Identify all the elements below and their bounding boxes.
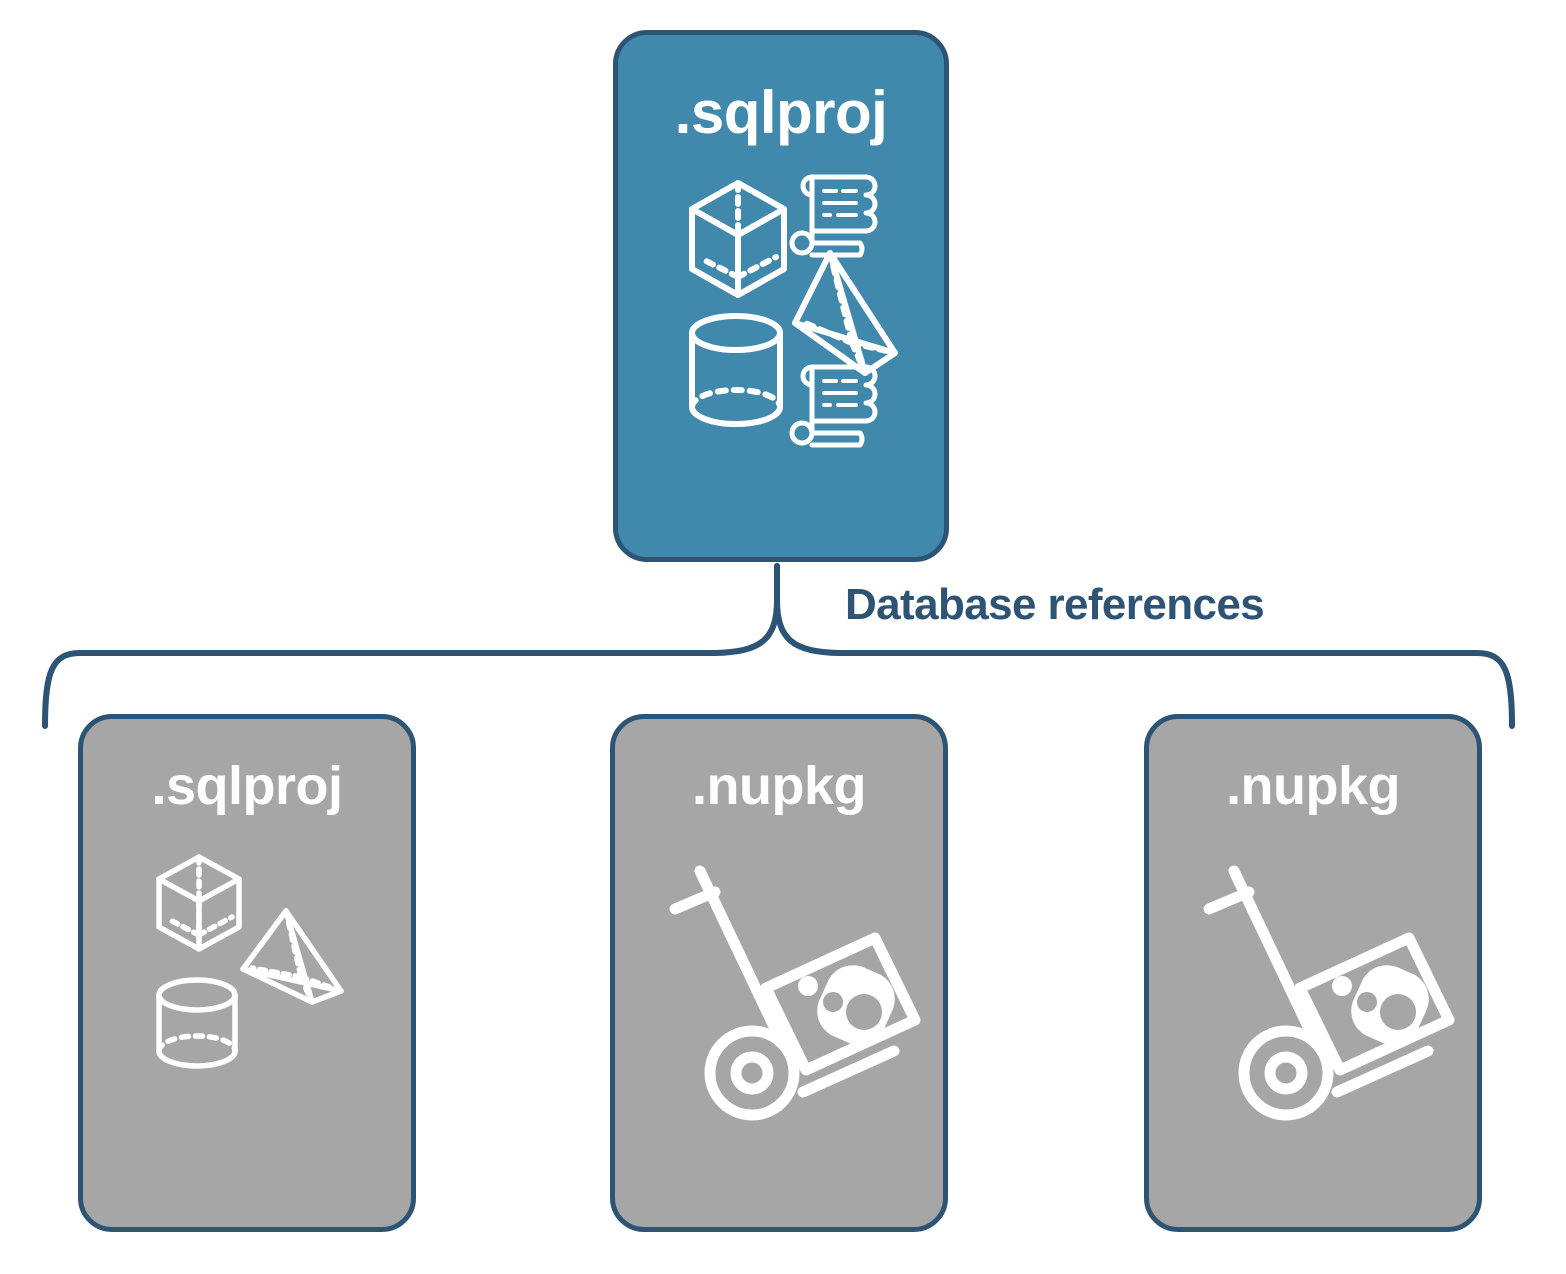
hand-truck-package-icon-wrap-2	[1187, 859, 1463, 1129]
hand-truck-package-icon-wrap-1	[653, 859, 929, 1129]
root-sqlproj-card[interactable]: .sqlproj	[613, 30, 949, 562]
cylinder-icon	[689, 313, 783, 427]
scroll-icon	[789, 364, 878, 448]
referenced-sqlproj-card-label: .sqlproj	[151, 756, 343, 816]
referenced-nupkg-card-2-label: .nupkg	[1226, 756, 1400, 816]
root-card-icon-cluster	[680, 165, 900, 455]
pyramid-icon	[792, 250, 898, 376]
referenced-sqlproj-card[interactable]: .sqlproj	[78, 714, 416, 1232]
referenced-nupkg-card-1[interactable]: .nupkg	[610, 714, 948, 1232]
connector-label: Database references	[845, 580, 1265, 629]
pyramid-icon	[240, 908, 344, 1005]
cube-icon	[689, 180, 787, 298]
cube-icon	[156, 854, 242, 952]
hand-truck-package-icon	[669, 865, 921, 1121]
cylinder-icon	[156, 977, 238, 1069]
referenced-nupkg-card-2[interactable]: .nupkg	[1144, 714, 1482, 1232]
referenced-sqlproj-icon-cluster	[149, 849, 359, 1069]
root-sqlproj-card-label: .sqlproj	[674, 79, 888, 146]
referenced-nupkg-card-1-label: .nupkg	[692, 756, 866, 816]
scroll-icon	[789, 174, 878, 258]
hand-truck-package-icon	[1203, 865, 1455, 1121]
